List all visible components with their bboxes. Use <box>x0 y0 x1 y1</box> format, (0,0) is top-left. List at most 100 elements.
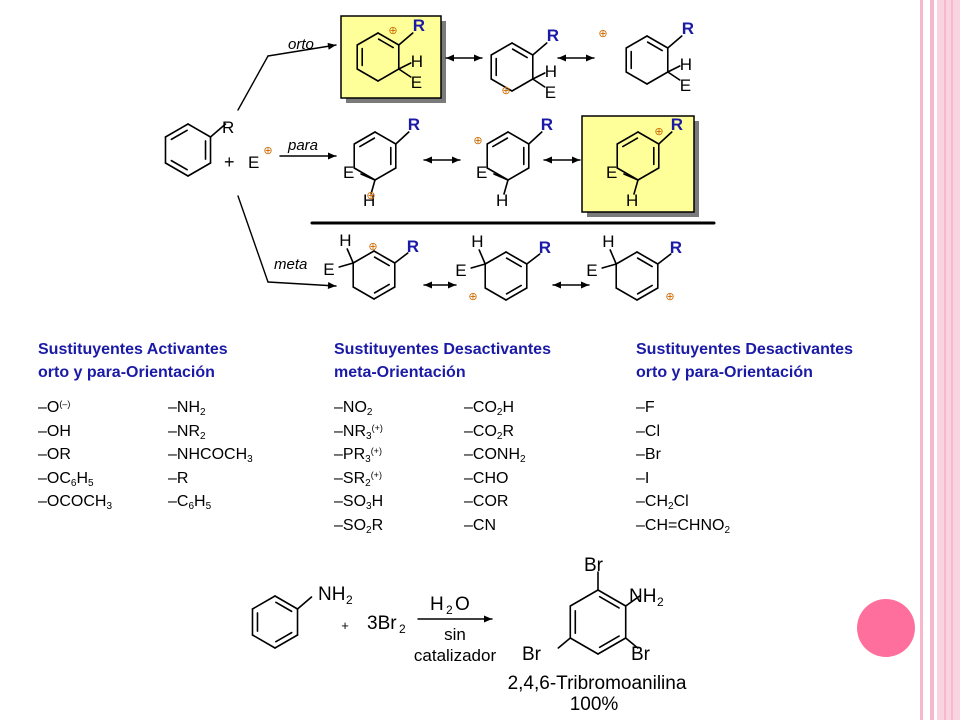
arrow-head-icon <box>586 54 594 62</box>
substituent-item: –CHO <box>464 469 509 487</box>
substituent-list-left: –NO2–NR3(+)–PR3(+)–SR2(+)–SO3H–SO2R <box>334 396 383 537</box>
H-bond <box>666 65 681 73</box>
substituent-bond <box>393 252 409 264</box>
ring-double-bond <box>359 137 376 148</box>
water-subscript: 2 <box>446 603 453 617</box>
ring-bond <box>164 162 189 177</box>
br-bond <box>557 637 572 649</box>
ring-double-bond <box>505 257 522 268</box>
amine-subscript: 2 <box>346 593 353 607</box>
substituent-item: –OH <box>38 422 71 440</box>
substituent-item: –NR2 <box>168 422 206 442</box>
ring-bond <box>374 131 397 145</box>
heading-line2: orto y para-Orientación <box>38 364 215 381</box>
E-label: E <box>476 163 487 182</box>
amine-subscript: 2 <box>657 595 664 609</box>
E-bond <box>338 262 355 268</box>
substituent-item: –CH2Cl <box>636 493 689 512</box>
ring-bond <box>484 287 507 301</box>
reagent-subscript: 2 <box>399 622 406 636</box>
ring-bond <box>274 595 299 610</box>
ring-double-bond <box>636 257 653 268</box>
br-label: Br <box>584 555 604 576</box>
water-label: O <box>455 594 470 615</box>
substituent-item: –PR3(+) <box>334 446 382 465</box>
H-label: H <box>471 232 483 251</box>
ring-bond <box>615 287 638 301</box>
substituent-item: –OC6H5 <box>38 469 94 489</box>
ring-bond <box>505 287 528 301</box>
meta-label: meta <box>274 256 307 273</box>
cation-charge-icon: ⊕ <box>388 25 397 37</box>
ring-double-bond <box>622 137 639 148</box>
ring-bond <box>251 634 276 649</box>
E-bond <box>493 173 509 181</box>
condition-sin: sin <box>444 625 466 644</box>
ring-bond <box>569 637 599 655</box>
ring-bond <box>511 42 534 56</box>
heading-line2: meta-Orientación <box>334 364 466 381</box>
arrow-head-icon <box>424 281 432 289</box>
plus-sign: + <box>224 152 235 172</box>
ring-bond <box>356 68 379 82</box>
ring-double-bond <box>170 129 188 141</box>
H-bond <box>397 62 412 70</box>
ring-bond <box>625 35 648 49</box>
H-label: H <box>626 191 638 210</box>
ring-bond <box>486 131 509 145</box>
amine-bond <box>296 596 313 610</box>
cation-charge-icon: ⊕ <box>473 135 482 147</box>
E-bond <box>666 71 681 81</box>
ring-double-bond <box>492 137 509 148</box>
substituent-item: –I <box>636 469 650 487</box>
product-amine-label: NH <box>629 586 656 607</box>
water-label: H <box>430 594 444 615</box>
ring-bond <box>646 35 669 49</box>
R-label: R <box>413 16 425 35</box>
ring-bond <box>164 123 189 138</box>
E-label: E <box>455 261 466 280</box>
ring-bond <box>646 71 669 85</box>
R-label: R <box>671 115 683 134</box>
arrow-head-icon <box>327 42 336 50</box>
substituent-item: –CN <box>464 516 497 534</box>
orto-label: orto <box>288 36 314 53</box>
ring-double-bond <box>377 38 394 49</box>
substituent-item: –NO2 <box>334 399 373 418</box>
R-label: R <box>670 238 682 257</box>
E-bond <box>601 263 618 269</box>
ring-bond <box>505 251 528 265</box>
E-bond <box>360 173 376 181</box>
ring-double-bond <box>275 601 293 613</box>
H-bond <box>346 248 355 264</box>
arrow-head-icon <box>448 281 456 289</box>
substituent-item: –CH=CHNO2 <box>636 516 731 536</box>
E-label: E <box>323 260 334 279</box>
ring-bond <box>377 68 400 82</box>
decorative-circle <box>857 599 915 657</box>
ring-double-bond <box>598 595 620 609</box>
cation-charge-icon: ⊕ <box>366 190 375 202</box>
substituent-item: –OR <box>38 446 71 463</box>
E-bond <box>623 173 639 181</box>
branch-line <box>237 55 269 111</box>
cation-charge-icon: ⊕ <box>654 126 663 138</box>
substituent-item: –COR <box>464 493 509 510</box>
heading-line1: Sustituyentes Desactivantes <box>334 341 551 358</box>
electrophile-label: E <box>248 153 259 172</box>
product-name: 2,4,6-Tribromoanilina <box>508 673 687 694</box>
amine-bond <box>624 595 641 607</box>
ring-bond <box>637 167 660 181</box>
ring-double-bond <box>598 635 620 649</box>
ring-bond <box>373 286 396 300</box>
H-bond <box>370 179 376 195</box>
cation-charge-icon: ⊕ <box>665 291 674 303</box>
substituent-item: –OCOCH3 <box>38 493 113 512</box>
ring-double-bond <box>170 159 188 171</box>
arrow-head-icon <box>328 152 336 160</box>
substituent-item: –C6H5 <box>168 493 212 512</box>
cation-charge-icon: ⊕ <box>501 85 510 97</box>
ring-bond <box>356 32 379 46</box>
decorative-stripe <box>920 0 923 720</box>
